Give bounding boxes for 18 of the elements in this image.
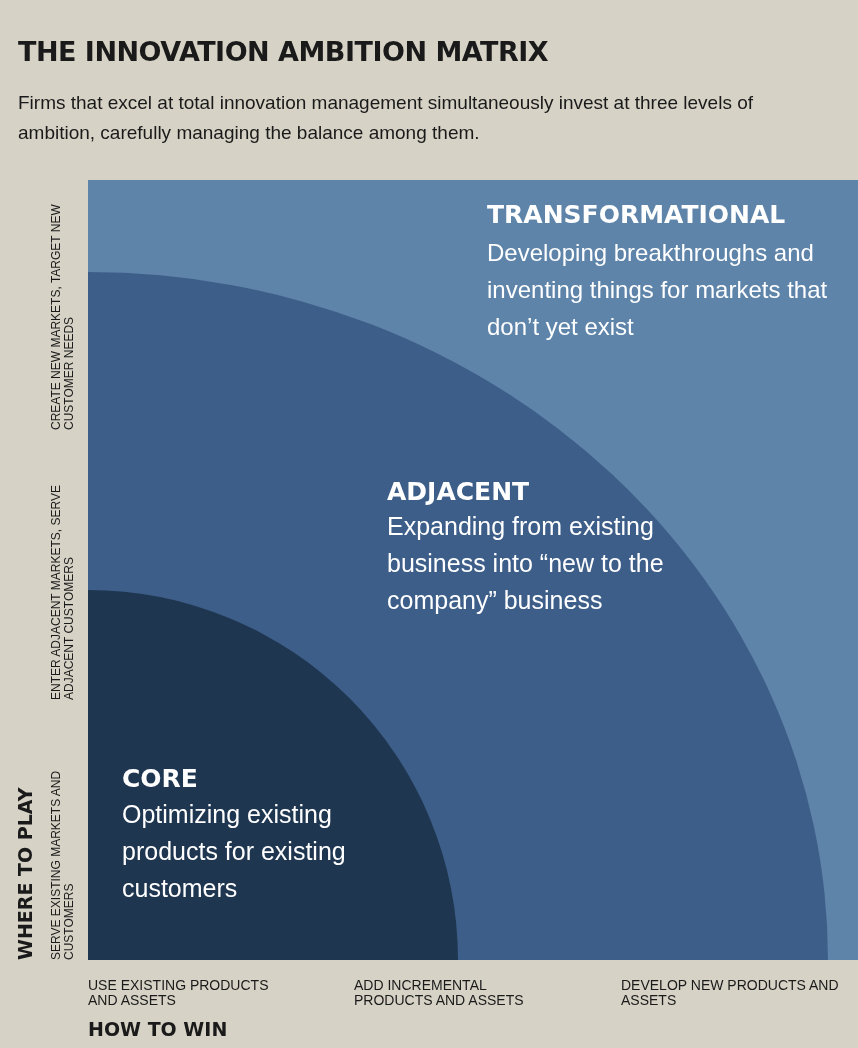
region-heading: TRANSFORMATIONAL xyxy=(487,200,786,229)
axis-label: ENTER ADJACENT MARKETS, SERVE ADJACENT CUSTOMERS xyxy=(50,484,76,700)
region-heading: ADJACENT xyxy=(387,477,530,506)
axis-title: WHERE TO PLAY xyxy=(14,786,36,960)
axis-label: SERVE EXISTING MARKETS AND CUSTOMERS xyxy=(50,769,76,960)
axis-label: USE EXISTING PRODUCTS AND ASSETS xyxy=(88,978,270,1008)
quarter-circle-region xyxy=(88,272,828,960)
title: THE INNOVATION AMBITION MATRIX xyxy=(18,36,549,67)
axis-title: HOW TO WIN xyxy=(88,1022,229,1037)
region-description: Expanding from existing business into “new to the company” business xyxy=(387,511,665,616)
axis-label: CREATE NEW MARKETS, TARGET NEW CUSTOMER NEEDS xyxy=(50,203,76,430)
region-description: Developing breakthroughs and inventing things for markets that don’t yet exist xyxy=(487,238,829,342)
axis-label: ADD INCREMENTAL PRODUCTS AND ASSETS xyxy=(354,978,525,1008)
background-region xyxy=(88,180,858,960)
caption: Firms that excel at total innovation management simultaneously invest at three levels of ambition, carefully managing the balance among them. xyxy=(18,91,755,145)
region-heading: CORE xyxy=(122,764,198,793)
axis-label: DEVELOP NEW PRODUCTS AND ASSETS xyxy=(621,978,840,1008)
region-description: Optimizing existing products for existing customers xyxy=(122,799,347,904)
